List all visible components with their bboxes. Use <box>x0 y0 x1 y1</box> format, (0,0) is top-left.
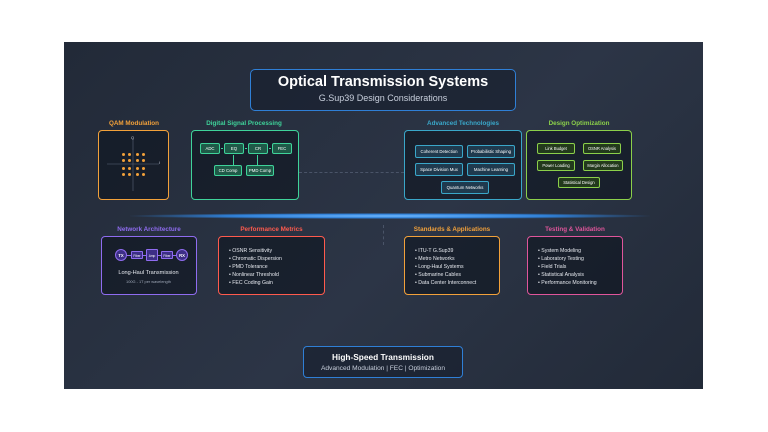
optimization-title: Design Optimization <box>548 120 610 127</box>
page-subtitle: G.Sup39 Design Considerations <box>318 93 448 103</box>
dsp-block-eq: EQ <box>224 143 244 154</box>
standards-list: ITU-T G.Sup39 Metro Networks Long-Haul S… <box>415 247 476 287</box>
header-box: Optical Transmission Systems G.Sup39 Des… <box>250 69 516 111</box>
testing-box: System Modeling Laboratory Testing Field… <box>527 236 623 295</box>
list-item: Nonlinear Threshold <box>229 271 282 279</box>
metrics-title: Performance Metrics <box>240 226 303 233</box>
dsp-block-adc: ADC <box>200 143 220 154</box>
opt-statistical-design: Statistical Design <box>558 177 600 188</box>
constellation-point <box>121 152 125 156</box>
list-item: Data Center Interconnect <box>415 279 476 287</box>
metrics-box: OSNR Sensitivity Chromatic Dispersion PM… <box>218 236 325 295</box>
list-item: PMD Tolerance <box>229 263 282 271</box>
constellation-point <box>121 166 125 170</box>
list-item: Field Trials <box>538 263 597 271</box>
network-box: TX Fiber Amp Fiber RX Long-Haul Transmis… <box>101 236 197 295</box>
tech-coherent-detection: Coherent Detection <box>415 145 463 158</box>
opt-link-budget: Link Budget <box>537 143 575 154</box>
standards-box: ITU-T G.Sup39 Metro Networks Long-Haul S… <box>404 236 500 295</box>
connector-eq-cd <box>233 155 234 165</box>
advanced-box: Coherent Detection Probabilistic Shaping… <box>404 130 522 200</box>
constellation-point <box>141 172 145 176</box>
page-title: Optical Transmission Systems <box>277 74 489 90</box>
diagram-panel: Optical Transmission Systems G.Sup39 Des… <box>64 42 703 389</box>
section-divider <box>130 213 650 219</box>
q-axis-label: Q <box>131 135 135 140</box>
constellation-point <box>135 172 139 176</box>
dsp-block-cd-comp: CD Comp <box>214 165 242 176</box>
rx-node: RX <box>176 249 188 261</box>
opt-power-loading: Power Loading <box>537 160 575 171</box>
standards-title: Standards & Applications <box>413 226 491 233</box>
opt-margin-allocation: Margin Allocation <box>583 160 623 171</box>
dsp-block-cr: CR <box>248 143 268 154</box>
constellation-point <box>135 166 139 170</box>
list-item: Submarine Cables <box>415 271 476 279</box>
list-item: OSNR Sensitivity <box>229 247 282 255</box>
dsp-title: Digital Signal Processing <box>206 120 282 127</box>
constellation-point <box>141 158 145 162</box>
advanced-title: Advanced Technologies <box>427 120 499 127</box>
dsp-block-pmd-comp: PMD Comp <box>246 165 274 176</box>
i-axis-label: I <box>159 160 161 165</box>
list-item: Laboratory Testing <box>538 255 597 263</box>
connector-dsp-advanced <box>299 172 404 173</box>
tech-space-division-mux: Space Division Mux <box>415 163 463 176</box>
footer-box: High-Speed Transmission Advanced Modulat… <box>303 346 463 378</box>
constellation-point <box>121 172 125 176</box>
tech-machine-learning: Machine Learning <box>467 163 515 176</box>
optimization-box: Link Budget OSNR Analysis Power Loading … <box>526 130 632 200</box>
list-item: Long-Haul Systems <box>415 263 476 271</box>
network-label: Long-Haul Transmission <box>118 270 179 276</box>
testing-title: Testing & Validation <box>545 226 605 233</box>
dsp-box: ADC EQ CR FEC CD Comp PMD Comp <box>191 130 299 200</box>
list-item: Performance Monitoring <box>538 279 596 287</box>
list-item: FEC Coding Gain <box>229 279 282 287</box>
constellation-point <box>141 166 145 170</box>
constellation-point <box>127 158 131 162</box>
constellation-point <box>135 158 139 162</box>
network-title: Network Architecture <box>117 226 181 233</box>
constellation-point <box>127 152 131 156</box>
constellation-diagram <box>107 139 159 191</box>
footer-subtitle: Advanced Modulation | FEC | Optimization <box>320 365 445 372</box>
opt-osnr-analysis: OSNR Analysis <box>583 143 621 154</box>
tech-probabilistic-shaping: Probabilistic Shaping <box>467 145 515 158</box>
list-item: Statistical Analysis <box>538 271 597 279</box>
qam-title: QAM Modulation <box>108 120 159 127</box>
list-item: Chromatic Dispersion <box>229 255 282 263</box>
constellation-point <box>127 166 131 170</box>
list-item: System Modeling <box>538 247 597 255</box>
network-sublabel: 100G - 1T per wavelength <box>126 279 171 284</box>
fiber-node-2: Fiber <box>161 251 173 259</box>
metrics-list: OSNR Sensitivity Chromatic Dispersion PM… <box>229 247 282 287</box>
connector-cr-pmd <box>257 155 258 165</box>
constellation-point <box>127 172 131 176</box>
list-item: Metro Networks <box>415 255 476 263</box>
list-item: ITU-T G.Sup39 <box>415 247 476 255</box>
constellation-point <box>141 152 145 156</box>
footer-title: High-Speed Transmission <box>332 352 434 362</box>
tech-quantum-networks: Quantum Networks <box>441 181 489 194</box>
qam-box: Q I <box>98 130 169 200</box>
constellation-point <box>135 152 139 156</box>
constellation-point <box>121 158 125 162</box>
amp-node: Amp <box>146 249 158 261</box>
dsp-block-fec: FEC <box>272 143 292 154</box>
connector-divider-standards <box>383 225 384 245</box>
fiber-node-1: Fiber <box>131 251 143 259</box>
tx-node: TX <box>115 249 127 261</box>
testing-list: System Modeling Laboratory Testing Field… <box>538 247 597 287</box>
